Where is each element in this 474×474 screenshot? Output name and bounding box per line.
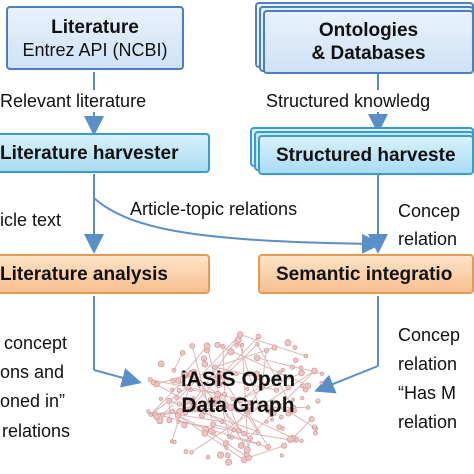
arrow-analysis-to-graph [93,368,142,388]
right-relations-line3: “Has M [398,383,456,403]
left-relations-line3: oned in” [0,391,66,411]
ontologies-line2: & Databases [311,43,426,64]
structured-harvester-box: Structured harveste [258,135,474,175]
semantic-integration-label: Semantic integratio [276,263,453,285]
article-text-label: icle text [0,210,62,230]
ontologies-source-box: Ontologies & Databases [263,10,474,74]
right-relations-line1: Concep [398,325,461,345]
data-graph-line1: iASiS Open [180,368,296,391]
concept-relations-top-line1: Concep [398,201,461,221]
left-relations-line1: concept [4,333,68,353]
literature-analysis-label: Literature analysis [0,263,168,285]
arrow-integration-to-graph [314,365,379,394]
literature-subtitle: Entrez API (NCBI) [22,39,168,60]
literature-harvester-box: Literature harvester [0,133,210,173]
ontologies-line1: Ontologies [318,20,419,41]
literature-analysis-box: Literature analysis [0,254,210,294]
arrow-article-topic-relations [93,197,382,254]
right-relations-line2: relation [398,354,458,374]
data-graph-line2: Data Graph [181,394,295,417]
right-relations-line4: relation [398,412,458,432]
article-topic-relations-label: Article-topic relations [130,199,298,219]
left-relations-line2: ons and [0,362,65,382]
structured-harvester-label: Structured harveste [276,144,456,166]
relevant-literature-label: Relevant literature [0,90,147,112]
literature-title: Literature [51,16,139,38]
literature-harvester-label: Literature harvester [0,142,179,164]
concept-relations-top-line2: relation [398,229,458,249]
semantic-integration-box: Semantic integratio [258,254,474,294]
literature-source-box: Literature Entrez API (NCBI) [6,6,184,70]
data-graph-title: iASiS Open Data Graph [150,362,326,424]
left-relations-line4: relations [2,421,71,441]
structured-knowledge-label: Structured knowledg [266,90,431,112]
